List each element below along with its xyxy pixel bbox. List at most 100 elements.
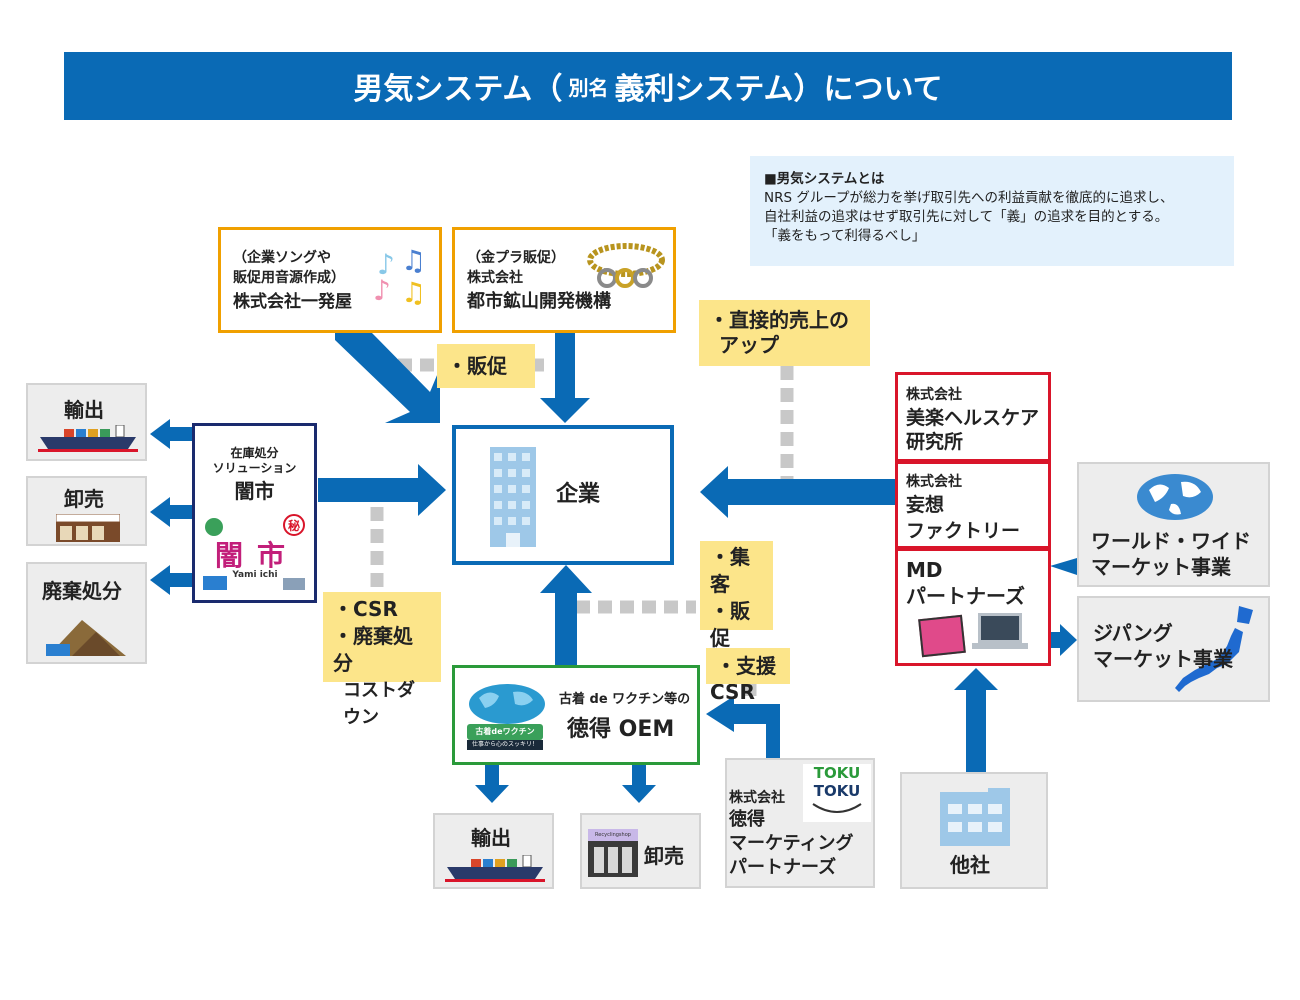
tag-csr-line: コストダウン (343, 680, 415, 728)
tag-direct-line: ・直接的売上の (709, 308, 849, 332)
tag-shukyaku: ・集客 ・販促 ・CSR (700, 541, 773, 704)
tag-csr-line: ・CSR (333, 597, 398, 621)
oem-logo-text: 古着deワクチン (467, 724, 543, 740)
cargo-ship-icon (445, 855, 545, 882)
biraku-name: 研究所 (906, 431, 964, 453)
tasha-box: 他社 (900, 772, 1048, 889)
yamiichi-line: ソリューション (212, 461, 297, 475)
md-line: パートナーズ (906, 584, 1025, 608)
yamiichi-line: 在庫処分 (230, 446, 279, 460)
ippatsuya-box: （企業ソングや 販促用音源作成） 株式会社一発屋 ♪ ♫ ♪ ♫ (218, 227, 442, 333)
oem-line: 古着 de ワクチン等の (559, 692, 691, 707)
office-building-icon (940, 788, 1010, 846)
svg-text:♪: ♪ (377, 248, 395, 281)
wholesale-label: 卸売 (644, 844, 684, 868)
tokutoku-logo-line: TOKU (813, 782, 861, 800)
mousou-name: 妄想 (906, 494, 945, 516)
zipang-line: マーケット事業 (1093, 647, 1233, 671)
md-partners-box: MD パートナーズ (895, 548, 1051, 666)
definition-heading: ■男気システムとは (764, 171, 885, 187)
disposal-box-left: 廃棄処分 (26, 562, 147, 664)
export-label: 輸出 (471, 826, 511, 850)
stall-icon (203, 576, 227, 590)
shop-front-icon (588, 829, 638, 877)
arrow-oem-to-wholesale (622, 765, 656, 803)
definition-line: NRS グループが総力を挙げ取引先への利益貢献を徹底的に追求し、 (764, 190, 1174, 206)
biraku-name: 美楽ヘルスケア (906, 407, 1040, 429)
ippatsuya-line: （企業ソングや (233, 250, 331, 266)
tokutoku-logo-line: TOKU (813, 764, 861, 782)
yamiichi-name: 闇市 (234, 479, 275, 503)
japan-map-icon (1175, 606, 1253, 692)
tag-hansoku-text: ・販促 (447, 354, 507, 378)
title-alias: 義利システム） (614, 72, 824, 107)
title-banner: 男気システム（ 別名 義利システム） について (64, 52, 1232, 120)
waste-pile-icon (46, 620, 126, 656)
arrow-to-wholesale (150, 497, 192, 527)
definition-line: 自社利益の追求はせず取引先に対して「義」の追求を目的とする。 (764, 209, 1169, 225)
arrow-worldwide-to-md (1050, 558, 1077, 575)
arrows (150, 333, 1077, 803)
secret-seal-icon: 秘 (283, 514, 305, 536)
export-box-left: 輸出 (26, 383, 147, 461)
mousou-line: 株式会社 (906, 474, 962, 490)
arrow-to-export (150, 419, 192, 449)
arrow-yamiichi-to-center (318, 464, 446, 516)
svg-text:♫: ♫ (401, 276, 426, 308)
yamiichi-logo-sub: Yami ichi (232, 570, 278, 580)
laptop-icon (978, 613, 1022, 643)
definition-note: ■男気システムとは NRS グループが総力を挙げ取引先への利益貢献を徹底的に追求… (750, 156, 1234, 266)
truck-icon (283, 578, 305, 590)
shop-sign-text: Recyclingshop (595, 832, 631, 838)
tokutoku-line: 株式会社 (729, 790, 785, 806)
wholesale-box-left: 卸売 (26, 476, 147, 546)
laptop-base (972, 643, 1028, 649)
export-label: 輸出 (64, 398, 104, 422)
arrow-oem-to-export (475, 765, 509, 803)
oem-logo-sub: 仕事から心のスッキリ！ (467, 740, 543, 750)
center-company-label: 企業 (556, 482, 601, 507)
toshikozan-name: 都市鉱山開発機構 (467, 291, 611, 312)
building-icon (490, 447, 536, 547)
zipang-line: ジパング (1093, 621, 1173, 645)
tokutoku-box: TOKU TOKU 株式会社 徳得 マーケティング パートナーズ (725, 758, 875, 888)
biraku-box: 株式会社 美楽ヘルスケア 研究所 (895, 372, 1051, 462)
tag-shukyaku-line: ・集客 (710, 545, 750, 596)
ippatsuya-line: 販促用音源作成） (233, 270, 345, 286)
arrow-ippatsuya-to-center (335, 333, 440, 423)
worldwide-line: マーケット事業 (1091, 555, 1231, 579)
recycle-shop-icon (56, 514, 120, 542)
arrow-tokutoku-to-oem (706, 696, 780, 758)
tokutoku-name: 徳得 (729, 809, 765, 830)
definition-line: 「義をもって利得るべし」 (764, 228, 926, 244)
tag-shien-text: ・支援 (716, 654, 776, 678)
mousou-box: 株式会社 妄想 ファクトリー (895, 461, 1051, 549)
cargo-ship-icon (38, 425, 138, 452)
toshikozan-box: （金プラ販促） 株式会社 都市鉱山開発機構 (452, 227, 676, 333)
yamiichi-box: 在庫処分 ソリューション 闇市 秘 闇市 Yami ichi (192, 423, 317, 603)
disposal-label: 廃棄処分 (42, 579, 122, 603)
ippatsuya-name: 株式会社一発屋 (233, 292, 352, 312)
center-company-box: 企業 (452, 425, 674, 565)
tasha-label: 他社 (950, 853, 990, 877)
arrow-md-to-zipang (1050, 624, 1077, 656)
arrow-partners-to-center (700, 466, 895, 518)
yamiichi-logo-text: 闇市 (214, 539, 299, 572)
music-notes-icon: ♪ ♫ ♪ ♫ (373, 244, 426, 308)
tag-direct-line: アップ (719, 333, 779, 357)
export-box-bottom: 輸出 (433, 813, 554, 889)
toshikozan-line: 株式会社 (467, 270, 523, 286)
wholesale-box-bottom: Recyclingshop 卸売 (580, 813, 701, 889)
worldwide-line: ワールド・ワイド (1091, 529, 1251, 553)
tokutoku-name: マーケティング (729, 833, 854, 854)
md-line: MD (906, 558, 943, 582)
tokutoku-name: パートナーズ (729, 857, 837, 878)
tag-csr-line: ・廃棄処分 (333, 624, 413, 675)
title-suffix: について (823, 72, 943, 107)
world-map-icon (1137, 474, 1213, 520)
oem-globe-icon (469, 684, 545, 724)
gold-chain-icon (587, 243, 665, 288)
arrow-to-disposal (150, 565, 192, 595)
yamiichi-logo: 秘 闇市 Yami ichi (203, 514, 309, 594)
